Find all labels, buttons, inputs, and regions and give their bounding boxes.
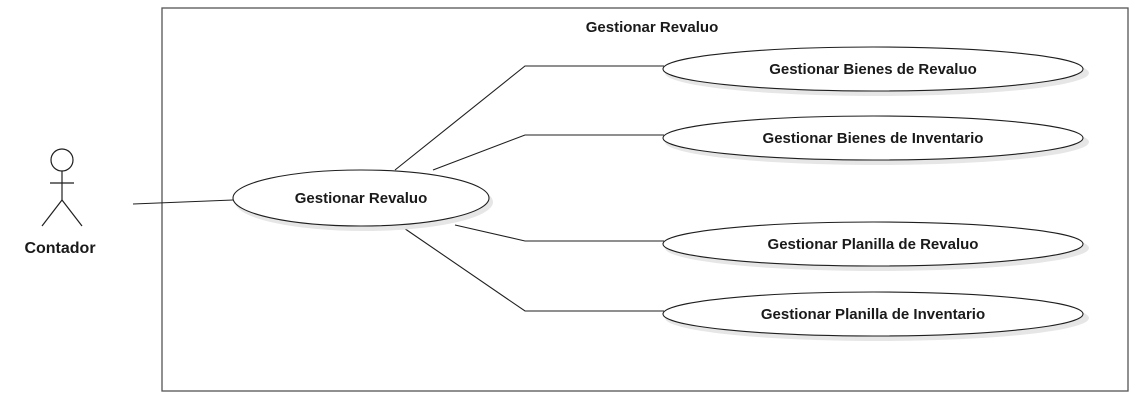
use-case-ellipse [662,221,1084,267]
use-case-ellipse [662,115,1084,161]
use-case-ellipse [232,169,490,227]
use-case-label: Gestionar Planilla de Inventario [761,306,985,323]
system-boundary-title: Gestionar Revaluo [586,19,719,36]
use-case-central[interactable]: Gestionar Revaluo [232,169,493,231]
association-central-to-planilla-inventario [397,223,664,312]
association-actor-to-central [132,199,234,205]
use-case-ellipse [662,291,1084,337]
actor-head [50,148,74,172]
actor-right-leg [61,199,83,227]
actor-contador[interactable]: Contador [24,148,96,257]
use-case-planilla-revaluo[interactable]: Gestionar Planilla de Revaluo [662,221,1089,271]
use-case-bienes-inventario[interactable]: Gestionar Bienes de Inventario [662,115,1089,165]
actor-left-leg [41,199,63,227]
use-case-bienes-revaluo[interactable]: Gestionar Bienes de Revaluo [662,46,1089,96]
use-case-ellipse [662,46,1084,92]
use-case-planilla-inventario[interactable]: Gestionar Planilla de Inventario [662,291,1089,341]
associations [132,65,664,312]
use-case-label: Gestionar Bienes de Inventario [763,130,984,147]
association-central-to-planilla-revaluo [454,224,664,242]
association-central-to-bienes-inventario [432,134,664,171]
actor-name: Contador [24,240,95,257]
use-case-label: Gestionar Bienes de Revaluo [769,61,977,78]
association-central-to-bienes-revaluo [394,65,664,171]
use-case-label: Gestionar Revaluo [295,190,428,207]
use-case-label: Gestionar Planilla de Revaluo [768,236,979,253]
